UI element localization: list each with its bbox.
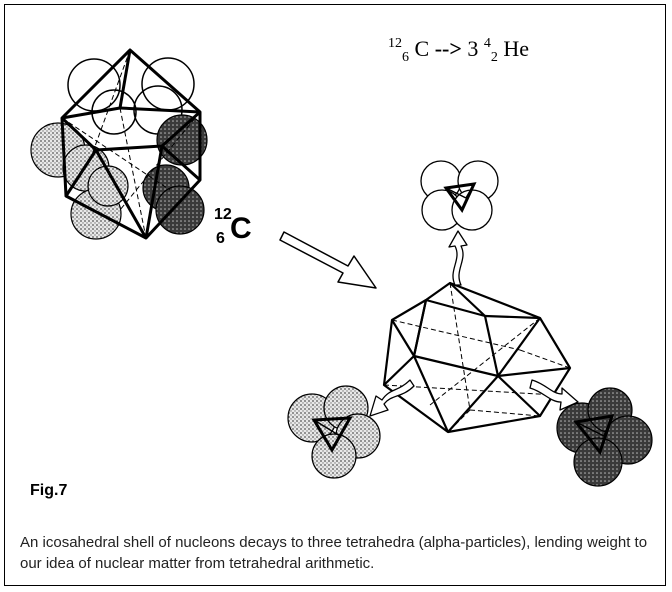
nucleon-dark [573,437,623,487]
icosahedral-shell [382,281,572,434]
nucleon-stippled [311,433,357,479]
figure-caption: An icosahedral shell of nucleons decays … [20,534,648,572]
decay-arrow-right [529,379,579,411]
helium-mass-number: 4 [483,36,491,51]
nucleon-open [451,189,493,231]
alpha-particle-right [556,387,653,487]
decay-arrow-up [448,230,468,286]
label-mass-number: 12 [214,206,232,223]
carbon-symbol: C [414,36,430,61]
decay-arrow-left [369,379,415,417]
helium-atomic-number: 2 [490,50,498,65]
reaction-arrow [279,231,377,289]
carbon-mass-number: 12 [388,36,402,51]
helium-symbol: He [503,36,530,61]
alpha-particle-top [420,160,499,231]
nucleon-dark [155,185,205,235]
carbon-12-nucleus [30,48,208,240]
nucleon-stippled [87,165,129,207]
carbon-atomic-number: 6 [402,50,409,65]
decay-equation: 126 C --> 3 42 He [388,36,529,66]
alpha-particle-left [287,385,381,479]
label-element-symbol: C [230,212,252,245]
label-atomic-number: 6 [216,230,225,247]
reaction-arrow-text: --> [434,36,462,61]
helium-coefficient: 3 [467,36,479,61]
figure-label: Fig.7 [30,482,68,499]
